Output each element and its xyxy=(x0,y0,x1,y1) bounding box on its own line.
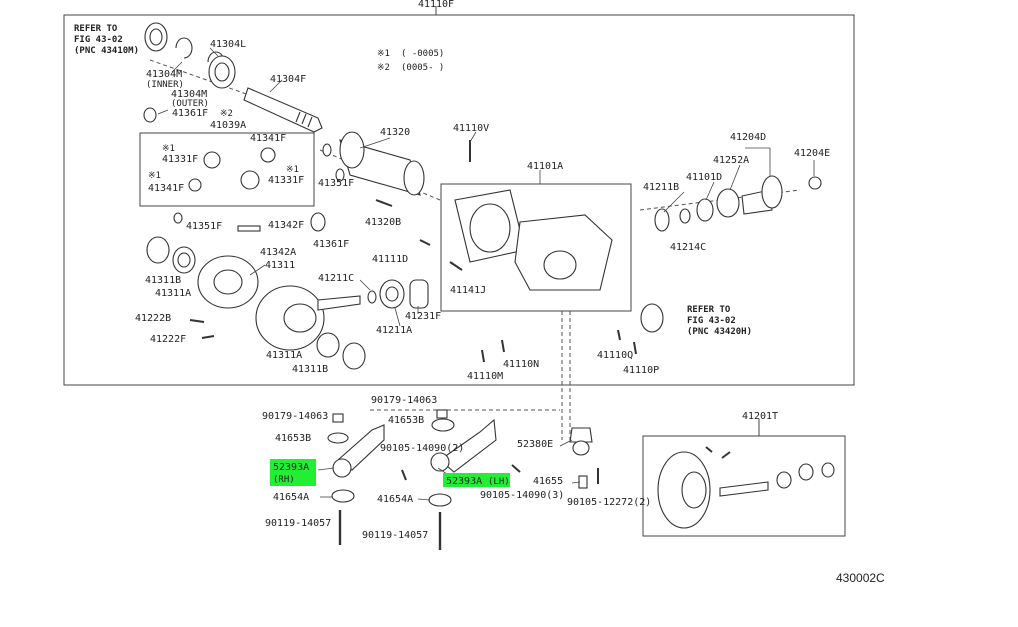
callout-41252A[interactable]: 41252A xyxy=(713,155,749,166)
carrier-case-frame xyxy=(440,183,632,312)
callout-41304M-outer[interactable]: 41304M xyxy=(171,89,207,100)
callout-41039A-mark: ※2 xyxy=(220,109,233,119)
callout-41654A-right[interactable]: 41654A xyxy=(377,494,413,505)
callout-90119-14057-right[interactable]: 90119-14057 xyxy=(362,530,428,541)
snap-ring-drawing xyxy=(175,37,193,59)
callout-52380E[interactable]: 52380E xyxy=(517,439,553,450)
bushing-drawing xyxy=(569,427,593,443)
callout-41211B[interactable]: 41211B xyxy=(643,182,679,193)
callout-41304M-inner[interactable]: 41304M xyxy=(146,69,182,80)
callout-41211C[interactable]: 41211C xyxy=(318,273,354,284)
callout-52393A-lh[interactable]: 52393A xyxy=(446,476,482,487)
callout-41231F[interactable]: 41231F xyxy=(405,311,441,322)
callout-41351F-b[interactable]: 41351F xyxy=(186,221,222,232)
callout-41320[interactable]: 41320 xyxy=(380,127,410,138)
callout-41222B[interactable]: 41222B xyxy=(135,313,171,324)
callout-90105-12272[interactable]: 90105-12272(2) xyxy=(567,497,651,508)
pin-drawing xyxy=(237,225,261,232)
callout-41110P[interactable]: 41110P xyxy=(623,365,659,376)
reference-top: REFER TO FIG 43-02 (PNC 43410M) xyxy=(74,24,139,56)
callout-41110M[interactable]: 41110M xyxy=(467,371,503,382)
note-mark1: ※1 xyxy=(377,49,390,59)
callout-41204D[interactable]: 41204D xyxy=(730,132,766,143)
note-mark2-range: (0005- ) xyxy=(401,63,444,73)
callout-41342A[interactable]: 41342A xyxy=(260,247,296,258)
ring-pinion-set-frame xyxy=(642,435,846,537)
callout-labels: 41304L 41304M (INNER) 41304F 41304M (OUT… xyxy=(135,39,830,541)
callout-52393A-lh-side: (LH) xyxy=(488,477,510,487)
callout-41341F-b[interactable]: 41341F xyxy=(148,183,184,194)
callout-41653B-right[interactable]: 41653B xyxy=(388,415,424,426)
ref-top-line1: REFER TO xyxy=(74,24,118,34)
reference-right: REFER TO FIG 43-02 (PNC 43420H) xyxy=(687,305,752,337)
callout-41141J[interactable]: 41141J xyxy=(450,285,486,296)
ref-top-line3: (PNC 43410M) xyxy=(74,46,139,56)
callout-41311[interactable]: 41311 xyxy=(265,260,295,271)
callout-41320B[interactable]: 41320B xyxy=(365,217,401,228)
highlight-52393A-lh xyxy=(443,473,510,487)
callout-90119-14057-left[interactable]: 90119-14057 xyxy=(265,518,331,529)
callout-41655[interactable]: 41655 xyxy=(533,476,563,487)
main-assembly-label[interactable]: 41110F xyxy=(418,0,454,10)
callout-41351F-a[interactable]: 41351F xyxy=(318,178,354,189)
mark-1-a: ※1 xyxy=(162,144,175,154)
callout-41331F-b[interactable]: 41331F xyxy=(268,175,304,186)
callout-41110Q[interactable]: 41110Q xyxy=(597,350,633,361)
callout-41341F-a[interactable]: 41341F xyxy=(250,133,286,144)
callout-41311B[interactable]: 41311B xyxy=(145,275,181,286)
callout-41654A-left[interactable]: 41654A xyxy=(273,492,309,503)
callout-41311A[interactable]: 41311A xyxy=(155,288,191,299)
highlight-52393A-rh xyxy=(270,459,316,486)
differential-pinion-frame xyxy=(139,132,315,207)
ref-right-line1: REFER TO xyxy=(687,305,731,315)
mark-1-b: ※1 xyxy=(148,171,161,181)
callout-41304L[interactable]: 41304L xyxy=(210,39,246,50)
leader-lines xyxy=(157,47,815,501)
callout-41361F-b[interactable]: 41361F xyxy=(313,239,349,250)
callout-90105-14090-3[interactable]: 90105-14090(3) xyxy=(480,490,564,501)
nut-drawing xyxy=(332,413,344,423)
callout-90179-14063-right[interactable]: 90179-14063 xyxy=(371,395,437,406)
main-assembly-frame xyxy=(63,14,855,386)
note-mark1-range: ( -0005) xyxy=(401,49,444,59)
callout-41304M-inner-tag: (INNER) xyxy=(146,80,184,90)
callout-41204E[interactable]: 41204E xyxy=(794,148,830,159)
callout-52393A-rh-side: (RH) xyxy=(273,475,295,485)
callout-90179-14063-left[interactable]: 90179-14063 xyxy=(262,411,328,422)
callout-41304M-outer-tag: (OUTER) xyxy=(171,99,209,109)
callout-41311B-bottom[interactable]: 41311B xyxy=(292,364,328,375)
callout-41342F[interactable]: 41342F xyxy=(268,220,304,231)
shaft-drawing xyxy=(243,87,323,133)
ref-right-line2: FIG 43-02 xyxy=(687,316,736,326)
callout-90105-14090-2[interactable]: 90105-14090(2) xyxy=(380,443,464,454)
callout-41214C[interactable]: 41214C xyxy=(670,242,706,253)
callout-41101D[interactable]: 41101D xyxy=(686,172,722,183)
date-notes: ※1 ( -0005) ※2 (0005- ) xyxy=(377,49,444,73)
ring-pinion-set-label[interactable]: 41201T xyxy=(742,411,778,422)
figure-id: 430002C xyxy=(836,571,885,585)
ref-top-line2: FIG 43-02 xyxy=(74,35,123,45)
callout-41304F[interactable]: 41304F xyxy=(270,74,306,85)
callout-41311A-bottom[interactable]: 41311A xyxy=(266,350,302,361)
callout-41039A[interactable]: 41039A xyxy=(210,120,246,131)
callout-41110N[interactable]: 41110N xyxy=(503,359,539,370)
callout-41653B-left[interactable]: 41653B xyxy=(275,433,311,444)
mount-bracket-lh-drawing xyxy=(439,418,497,473)
callout-52393A-rh[interactable]: 52393A xyxy=(273,462,309,473)
callout-41361F-top[interactable]: 41361F xyxy=(172,108,208,119)
part-drawings xyxy=(143,22,835,550)
callout-41111D[interactable]: 41111D xyxy=(372,254,408,265)
mark-1-c: ※1 xyxy=(286,165,299,175)
callout-41211A[interactable]: 41211A xyxy=(376,325,412,336)
callout-41110V[interactable]: 41110V xyxy=(453,123,489,134)
callout-41101A[interactable]: 41101A xyxy=(527,161,563,172)
pinion-gear-drawing xyxy=(203,151,221,169)
ref-right-line3: (PNC 43420H) xyxy=(687,327,752,337)
callout-41331F-a[interactable]: 41331F xyxy=(162,154,198,165)
note-mark2: ※2 xyxy=(377,63,390,73)
callout-41222F[interactable]: 41222F xyxy=(150,334,186,345)
